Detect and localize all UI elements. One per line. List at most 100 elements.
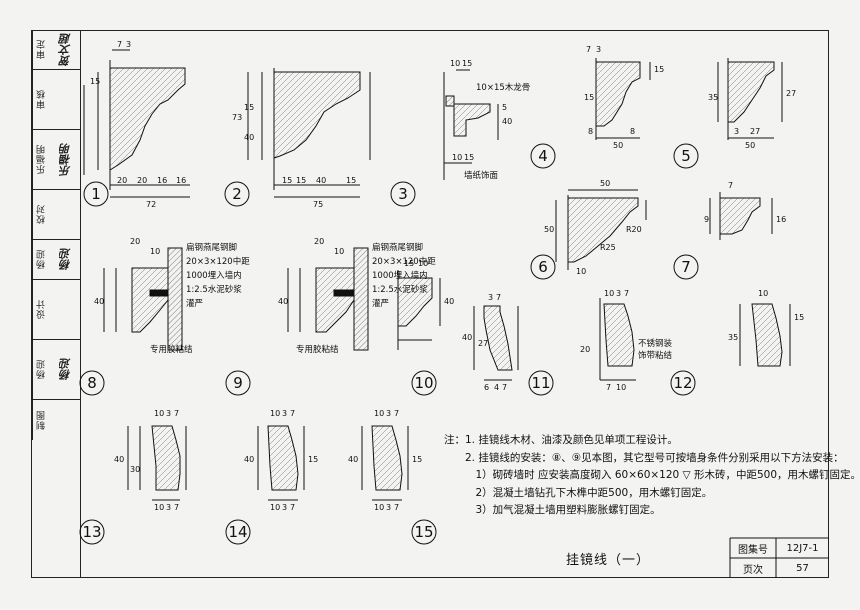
dim-label: 40 xyxy=(444,297,454,306)
dim-label: 7 xyxy=(290,409,295,418)
detail-number: 7 xyxy=(681,258,691,276)
detail-6 xyxy=(555,189,647,270)
dim-label: 16 xyxy=(176,176,186,185)
dim-label: 8 xyxy=(630,127,635,136)
detail-7 xyxy=(709,192,773,240)
note-line: 2）混凝土墙钻孔下木榫中距500，用木螺钉固定。 xyxy=(444,486,713,499)
dim-label: 20 xyxy=(130,237,140,246)
dim-label: 10 xyxy=(334,247,344,256)
dim-label: R25 xyxy=(600,243,616,252)
dim-label: 10 xyxy=(616,383,626,392)
dim-label: 40 xyxy=(316,176,326,185)
dim-label: 7 xyxy=(117,40,122,49)
drawing-title: 挂镜线（一） xyxy=(566,553,651,568)
annotation: 20×3×120中距 xyxy=(186,256,250,267)
dim-label: 10 xyxy=(374,503,384,512)
dim-label: 15 xyxy=(404,259,414,268)
annotation: 扁钢燕尾钢脚 xyxy=(186,242,237,253)
dim-label: 10 xyxy=(604,289,614,298)
dim-label: 40 xyxy=(114,455,124,464)
dim-label: 35 xyxy=(728,333,738,342)
dim-label: 7 xyxy=(728,181,733,190)
detail-number: 13 xyxy=(82,523,101,541)
sidebar-row-name: 乐福明 乐福明 xyxy=(31,130,81,190)
detail-13 xyxy=(127,425,187,501)
sidebar-row-approve: 审定 贺文超 xyxy=(31,30,81,70)
annotation: 专用胶粘结 xyxy=(150,344,193,355)
dim-label: 10 xyxy=(154,503,164,512)
detail-12 xyxy=(599,298,791,381)
signature-sidebar: 审定 贺文超 审核 乐福明 乐福明 校对 杨迎 杨迎 设计 杨迎 杨迎 制图 xyxy=(31,30,81,578)
detail-number: 3 xyxy=(398,185,408,203)
detail-circle xyxy=(530,143,556,169)
detail-circle xyxy=(670,370,696,396)
dim-label: 3 xyxy=(386,503,391,512)
detail-circle xyxy=(79,370,105,396)
dim-label: 30 xyxy=(130,465,140,474)
dim-label: 35 xyxy=(708,93,718,102)
dim-label: 20 xyxy=(117,176,127,185)
detail-number: 5 xyxy=(681,147,691,165)
detail-number: 12 xyxy=(673,374,692,392)
dim-label: 40 xyxy=(94,297,104,306)
notes-block: 注：1. 挂镜线木材、油漆及颜色见单项工程设计。 2. 挂镜线的安装：⑧、⑨见本… xyxy=(444,432,860,520)
dim-label: 15 xyxy=(346,176,356,185)
detail-4 xyxy=(595,58,651,140)
detail-1 xyxy=(83,49,190,198)
detail-15 xyxy=(361,425,409,501)
dim-label: 40 xyxy=(244,455,254,464)
dim-label: 7 xyxy=(586,45,591,54)
dim-label: 3 xyxy=(282,503,287,512)
note-line: 3）加气混凝土墙用塑料膨胀螺钉固定。 xyxy=(444,504,661,516)
sidebar-row-check: 校对 xyxy=(31,190,81,240)
dim-label: R20 xyxy=(626,225,642,234)
detail-circle xyxy=(411,370,437,396)
dim-label: 15 xyxy=(282,176,292,185)
annotation: 墙纸饰面 xyxy=(464,170,499,181)
dim-label: 40 xyxy=(244,133,254,142)
detail-circle xyxy=(225,370,251,396)
annotation: 20×3×120中距 xyxy=(372,256,436,267)
dim-label: 3 xyxy=(734,127,739,136)
detail-number: 6 xyxy=(538,258,548,276)
dim-label: 3 xyxy=(282,409,287,418)
annotation: 饰带粘结 xyxy=(638,350,672,361)
dim-label: 16 xyxy=(776,215,786,224)
dim-label: 5 xyxy=(502,103,507,112)
note-line: 注：1. 挂镜线木材、油漆及颜色见单项工程设计。 xyxy=(444,434,678,446)
dim-label: 15 xyxy=(90,77,100,86)
dim-label: 20 xyxy=(314,237,324,246)
dim-label: 10 xyxy=(452,153,462,162)
dim-label: 6 xyxy=(484,383,489,392)
annotation: 不锈钢装 xyxy=(638,338,673,349)
dim-label: 9 xyxy=(704,215,709,224)
dim-label: 10 xyxy=(150,247,160,256)
detail-circle xyxy=(673,143,699,169)
detail-number: 14 xyxy=(228,523,247,541)
detail-circle xyxy=(530,254,556,280)
dim-label: 7 xyxy=(624,289,629,298)
detail-number: 2 xyxy=(232,185,242,203)
page-value: 57 xyxy=(796,562,809,574)
dim-label: 10 xyxy=(576,267,586,276)
dim-label: 10 xyxy=(154,409,164,418)
detail-circle xyxy=(225,519,251,545)
dim-label: 3 xyxy=(126,40,131,49)
dim-label: 3 xyxy=(166,503,171,512)
detail-circle xyxy=(673,254,699,280)
dim-label: 40 xyxy=(348,455,358,464)
detail-number: 10 xyxy=(414,374,433,392)
dim-label: 40 xyxy=(278,297,288,306)
sidebar-row-review: 审核 xyxy=(31,70,81,130)
dim-label: 20 xyxy=(137,176,147,185)
note-line: 1）砌砖墙时 应安装高度砌入 60×60×120 ▽ 形木砖，中距500，用木螺… xyxy=(444,469,860,481)
annotation: 1:2.5水泥砂浆 xyxy=(372,284,428,295)
detail-circle xyxy=(83,181,109,207)
dim-label: 3 xyxy=(616,289,621,298)
annotation: 扁钢燕尾钢脚 xyxy=(372,242,423,253)
dim-label: 3 xyxy=(166,409,171,418)
atlas-label: 图集号 xyxy=(738,544,768,556)
dim-label: 20 xyxy=(580,345,590,354)
dim-label: 10 xyxy=(270,409,280,418)
